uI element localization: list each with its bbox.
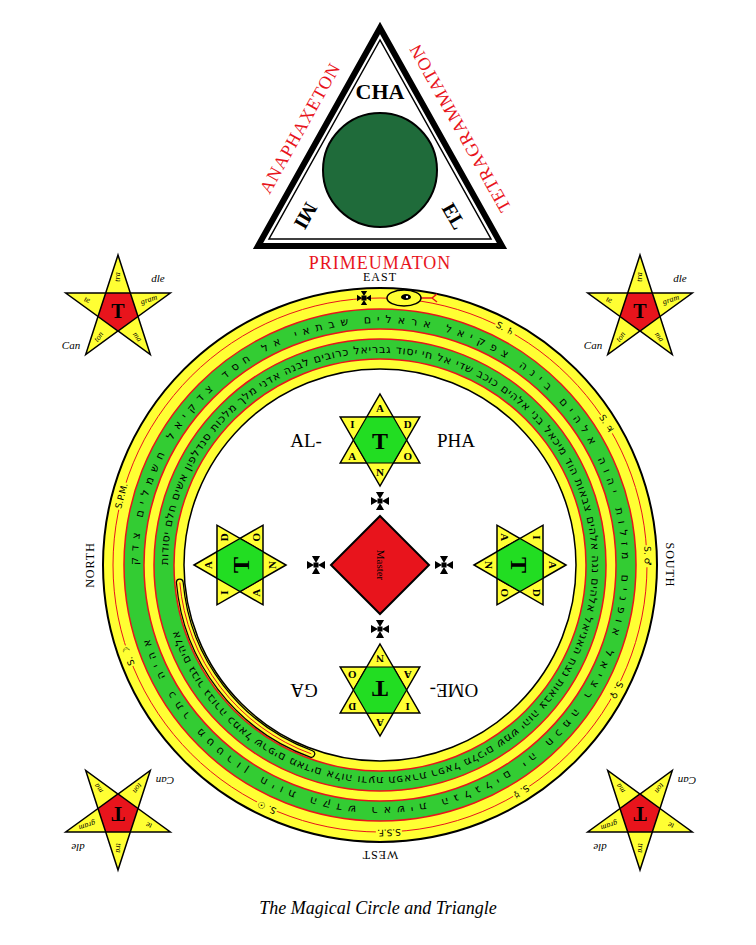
figure-caption: The Magical Circle and Triangle [259, 899, 496, 917]
tau-symbol: T [633, 301, 646, 321]
name-syllable: tra [636, 272, 644, 281]
candle-word: Can [62, 340, 80, 351]
green-disc [323, 113, 437, 227]
sphere-mark: S. ♂ [642, 545, 652, 567]
candle-word: Can [584, 340, 602, 351]
name-letter: I [219, 591, 230, 595]
name-letter: A [376, 717, 384, 728]
name-letter: D [348, 701, 356, 712]
name-letter: I [531, 535, 542, 539]
cross-symbol [357, 291, 371, 305]
hebrew-names: אהיה כתר מטטרון חיות הקדש ראשית הגלגלים … [128, 313, 632, 817]
name-letter: D [531, 589, 542, 597]
compass-point: NORTH [84, 542, 96, 588]
name-letter: O [499, 588, 510, 597]
name-letter: A [376, 403, 384, 414]
compass-point: SOUTH [664, 542, 676, 587]
name-letter: I [406, 701, 410, 712]
pentagram: TtetragrammatonCandle [58, 250, 178, 370]
tau-symbol: T [507, 557, 531, 573]
name-letter: A [348, 451, 356, 462]
name-letter: N [376, 467, 384, 478]
name-letter: O [348, 669, 357, 680]
name-letter: A [547, 561, 558, 569]
candle-word: Can [156, 775, 174, 786]
master-square: Master [330, 515, 430, 615]
circle-heading: PHA [437, 431, 475, 450]
band-text-line: אהיה כתר מטטרון חיות הקדש ראשית הגלגלים … [128, 313, 632, 817]
name-letter: N [376, 653, 384, 664]
tau-symbol: T [229, 557, 253, 573]
hexagram: OME-GATADONAI [332, 642, 428, 738]
sphere-mark: S.S.F. [376, 827, 402, 837]
pentagram: TtetragrammatonCandle [580, 755, 700, 875]
hexagram: T A D O N A I [192, 517, 288, 613]
name-letter: N [483, 561, 494, 569]
name-letter: A [499, 533, 510, 541]
hebrew-names: אלהים גבור גבורה כמאל שרפים מאדים אלוה ו… [158, 343, 602, 787]
cross-symbol [435, 556, 453, 574]
candle-word: dle [593, 842, 606, 853]
name-letter: D [219, 533, 230, 541]
cross-symbol [307, 556, 325, 574]
hexagram: T A D O N A I [472, 517, 568, 613]
pentagram: TtetragrammatonCandle [58, 755, 178, 875]
name-syllable: tra [114, 272, 122, 281]
name-syllable: tra [114, 843, 122, 852]
candle-word: dle [71, 842, 84, 853]
tau-symbol: T [372, 677, 388, 701]
divine-name: PRIMEUMATON [309, 254, 452, 272]
candle-word: dle [673, 273, 686, 284]
candle-word: Can [678, 775, 696, 786]
circle-heading: AL- [290, 431, 322, 450]
name-letter: O [403, 451, 412, 462]
triangle-of-art: ANAPHAXETONTETRAGRAMMATONCHAMIELPRIMEUMA… [240, 20, 520, 280]
circle-heading: OME- [430, 681, 479, 700]
cross-symbol [371, 620, 389, 638]
tau-symbol: T [111, 804, 124, 824]
name-letter: I [350, 419, 354, 430]
serpent-body [103, 288, 657, 842]
candle-word: dle [151, 273, 164, 284]
name-letter: A [251, 589, 262, 597]
name-letter: D [404, 419, 412, 430]
serpent-head [387, 290, 437, 306]
compass-point: EAST [363, 271, 397, 283]
cross-symbol [371, 492, 389, 510]
name-letter: A [404, 669, 412, 680]
circle-heading: GA [290, 681, 317, 700]
name-letter: A [203, 561, 214, 569]
name-letter: O [251, 533, 262, 542]
triangle-name: CHA [356, 81, 405, 103]
pentagram: TtetragrammatonCandle [580, 250, 700, 370]
tau-symbol: T [372, 429, 388, 453]
name-syllable: tra [636, 843, 644, 852]
compass-point: WEST [362, 849, 399, 861]
hexagram: AL-PHATADONAI [332, 392, 428, 488]
tau-symbol: T [633, 804, 646, 824]
master-label: Master [375, 550, 386, 581]
magic-circle: אהיה כתר מטטרון חיות הקדש ראשית הגלגלים … [102, 287, 658, 843]
name-letter: N [267, 561, 278, 569]
band-text-line: אלהים גבור גבורה כמאל שרפים מאדים אלוה ו… [158, 343, 602, 787]
tau-symbol: T [111, 301, 124, 321]
